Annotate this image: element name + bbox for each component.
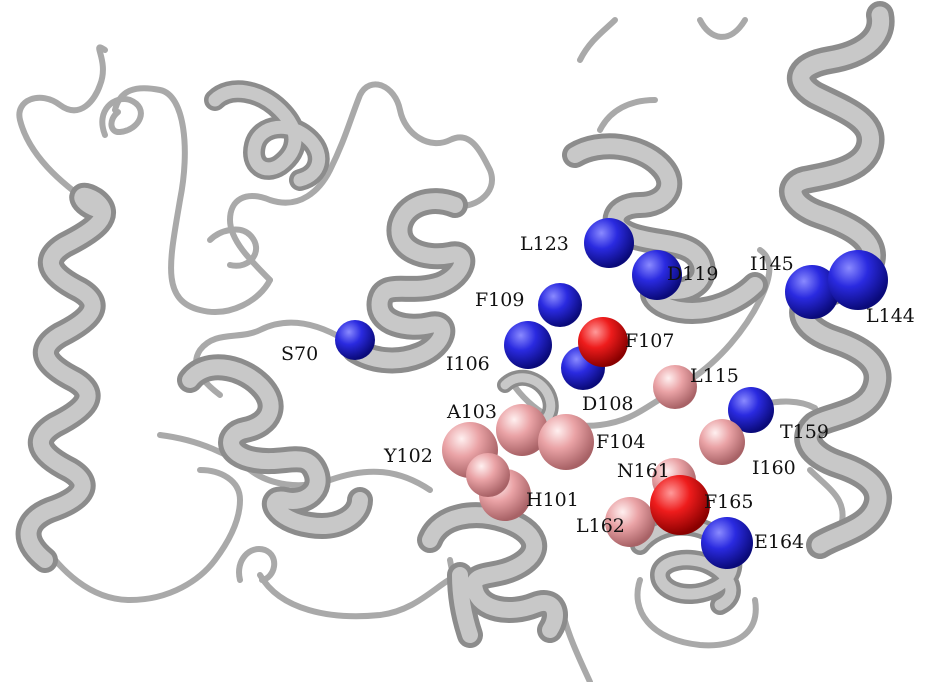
loop-right-mid: [687, 247, 773, 383]
residue-label-d108: D108: [582, 393, 634, 415]
helix-top-small: [204, 80, 330, 191]
residue-label-f165: F165: [704, 491, 753, 513]
residue-label-f109: F109: [475, 289, 524, 311]
residue-sphere-i106: [504, 321, 552, 369]
residue-label-l144: L144: [866, 305, 915, 327]
helix-bottom-right: [630, 515, 743, 615]
residue-sphere-d119: [632, 250, 682, 300]
loop-bottom-right: [634, 577, 759, 649]
residue-label-i160: I160: [752, 457, 796, 479]
residue-sphere-i145: [785, 265, 839, 319]
residue-sphere-a103: [496, 404, 548, 456]
residue-sphere-f109: [538, 283, 582, 327]
helix-l123-d119: [562, 133, 768, 324]
residue-label-t159: T159: [780, 421, 829, 443]
residue-label-e164: E164: [754, 531, 804, 553]
residue-sphere-f107: [578, 317, 628, 367]
residue-sphere-l123: [584, 218, 634, 268]
residue-label-s70: S70: [281, 343, 318, 365]
residue-sphere-s70: [335, 320, 375, 360]
loop-center-top: [227, 81, 495, 283]
residue-label-a103: A103: [446, 401, 497, 423]
residue-label-i145: I145: [750, 253, 794, 275]
helix-center-s70: [342, 188, 476, 374]
loop-top-small: [99, 96, 144, 138]
residue-labels: S70 F109 I106 F107 D108 L123 D119 I145 L…: [281, 233, 915, 553]
residue-label-d119: D119: [667, 263, 719, 285]
residue-label-y102: Y102: [383, 445, 433, 467]
loop-center-right: [507, 377, 683, 429]
helix-left: [15, 183, 116, 573]
residue-sphere-f165: [650, 475, 710, 535]
residue-sphere-l162: [605, 497, 655, 547]
residue-label-l115: L115: [690, 365, 739, 387]
residue-sphere-i160: [699, 419, 745, 465]
residue-sphere-l144: [828, 250, 888, 310]
residue-sphere-h101: [466, 453, 510, 497]
residue-label-f107: F107: [625, 330, 674, 352]
residue-sphere-f104: [538, 414, 594, 470]
loop-center-mid: [207, 226, 259, 269]
residue-sphere-l115: [653, 365, 697, 409]
residue-sphere-t159: [728, 387, 774, 433]
residue-label-l162: L162: [576, 515, 625, 537]
loop-top-arc: [112, 85, 273, 315]
loop-bottom-left-2: [236, 546, 278, 583]
residue-sphere-e164: [701, 517, 753, 569]
loop-left-top: [16, 44, 108, 213]
residue-label-l123: L123: [520, 233, 569, 255]
helix-bottom-center: [417, 502, 568, 648]
loop-top-right: [577, 17, 748, 63]
loop-top-right-2: [597, 97, 658, 133]
residue-label-f104: F104: [596, 431, 645, 453]
residue-label-n161: N161: [617, 460, 670, 482]
residue-label-i106: I106: [446, 353, 490, 375]
residue-label-h101: H101: [526, 489, 579, 511]
helix-middle-left: [177, 354, 373, 539]
loop-left-bottom: [37, 467, 243, 603]
residue-spheres: [335, 218, 888, 569]
loop-mid-left: [157, 432, 433, 493]
